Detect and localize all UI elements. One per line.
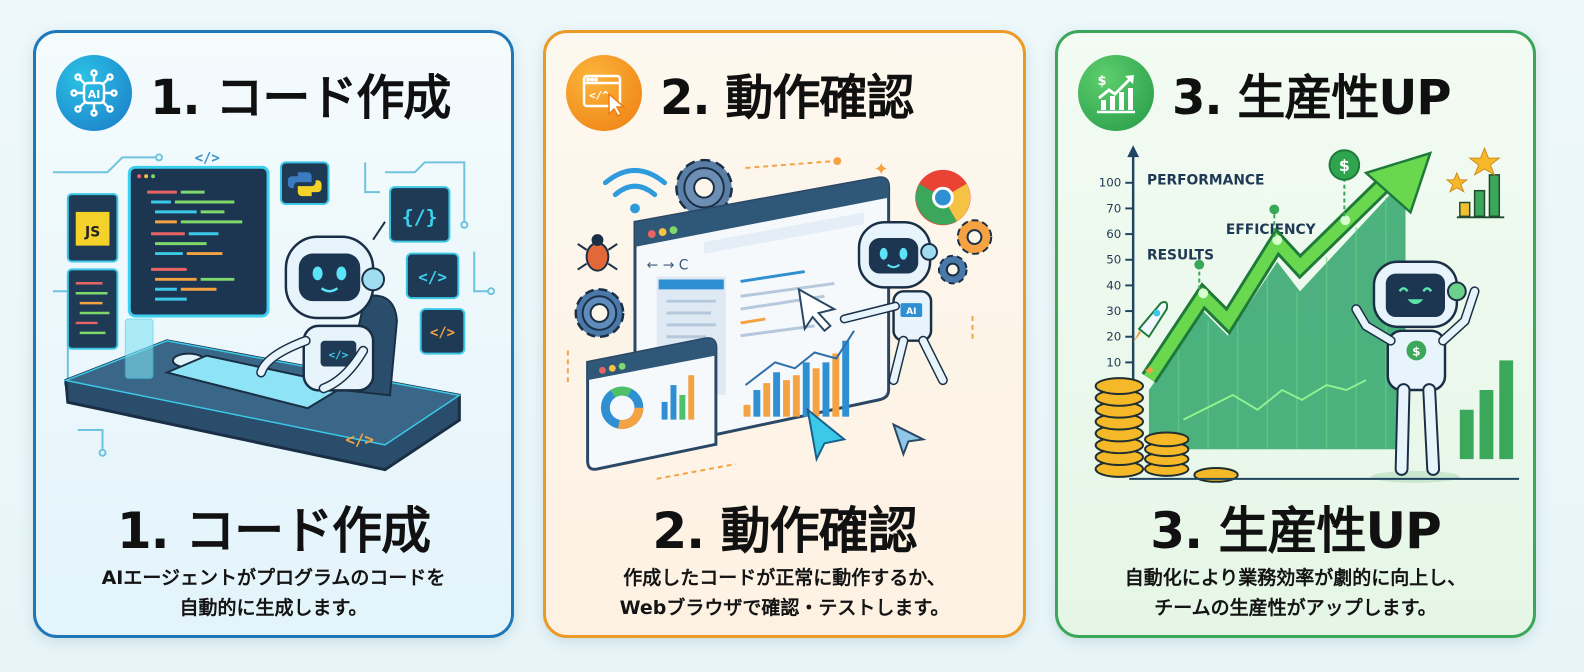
bug-icon [577, 234, 618, 272]
svg-text:</>: </> [195, 150, 220, 166]
svg-text:50: 50 [1106, 253, 1121, 267]
svg-text:JS: JS [84, 225, 100, 241]
trend-arrow-icon [1141, 151, 1433, 384]
svg-text:</^: </^ [589, 89, 609, 102]
description-line: 作成したコードが正常に動作するか、 [623, 567, 946, 589]
panel-header-title: 1. コード作成 [150, 70, 451, 126]
description-line: 自動化により業務効率が劇的に向上し、 [1124, 567, 1467, 589]
panel-footer-title: 2. 動作確認 [652, 502, 917, 560]
svg-text:70: 70 [1106, 201, 1121, 215]
svg-text:{/}: {/} [402, 206, 438, 229]
coin-stack-icon [1094, 377, 1239, 483]
panel-description: 作成したコードが正常に動作するか、 Webブラウザで確認・テストします。 [556, 563, 1013, 623]
panel-header-title: 2. 動作確認 [660, 70, 914, 126]
monitor-icon [127, 165, 270, 318]
productivity-illustration: 100 70 60 50 40 30 20 10 PERFORMANCE EFF… [1070, 141, 1521, 491]
description-line: チームの生産性がアップします。 [1154, 597, 1437, 619]
panel-footer-title: 1. コード作成 [116, 502, 431, 560]
browser-cursor-icon: </^ [566, 55, 642, 131]
gear-icon [675, 158, 733, 217]
svg-text:100: 100 [1099, 176, 1122, 190]
panel-header: </^ 2. 動作確認 [566, 53, 1013, 133]
star-icon [1445, 146, 1501, 193]
svg-text:10: 10 [1106, 355, 1121, 369]
svg-text:$: $ [1412, 344, 1420, 358]
panel-code-creation: AI 1. コード作成 </> [33, 30, 514, 638]
rocket-icon [1133, 301, 1169, 343]
robot-icon: AI [839, 221, 948, 386]
svg-text:AI: AI [88, 88, 101, 101]
dollar-growth-icon: $ [1078, 55, 1154, 131]
cursor-icon [797, 287, 927, 463]
panel-productivity: $ 3. 生産性UP 100 70 60 50 40 30 [1055, 30, 1536, 638]
svg-text:PERFORMANCE: PERFORMANCE [1147, 173, 1264, 189]
panel-verification: </^ 2. 動作確認 [543, 30, 1026, 638]
svg-text:EFFICIENCY: EFFICIENCY [1226, 222, 1317, 238]
bar-chart-icon [661, 375, 695, 420]
svg-text:RESULTS: RESULTS [1147, 248, 1214, 264]
svg-text:</>: </> [430, 325, 455, 341]
description-line: Webブラウザで確認・テストします。 [619, 597, 950, 619]
panel-header: $ 3. 生産性UP [1078, 53, 1523, 133]
panel-description: 自動化により業務効率が劇的に向上し、 チームの生産性がアップします。 [1068, 563, 1523, 623]
svg-text:</>: </> [329, 349, 349, 362]
svg-text:$: $ [1097, 74, 1106, 89]
bar-chart-icon [1456, 174, 1514, 460]
python-icon [279, 161, 330, 205]
svg-text:40: 40 [1106, 278, 1121, 292]
wifi-icon [602, 168, 668, 214]
code-creation-illustration: </> JS [48, 141, 499, 491]
svg-text:✦: ✦ [874, 160, 889, 180]
svg-text:← → C: ← → C [647, 258, 689, 274]
description-line: 自動的に生成します。 [179, 597, 368, 619]
verification-illustration: ← → C [558, 141, 1011, 491]
svg-text:60: 60 [1106, 227, 1121, 241]
panel-footer-title: 3. 生産性UP [1150, 502, 1441, 560]
panel-header: AI 1. コード作成 [56, 53, 501, 133]
robot-icon: $ [1351, 260, 1480, 483]
panel-description: AIエージェントがプログラムのコードを 自動的に生成します。 [46, 563, 501, 623]
javascript-icon: JS [66, 193, 119, 263]
description-line: AIエージェントがプログラムのコードを [101, 567, 446, 589]
robot-icon: </> [256, 221, 386, 394]
panel-header-title: 3. 生産性UP [1172, 70, 1452, 126]
chrome-icon [915, 169, 971, 226]
svg-text:30: 30 [1106, 304, 1121, 318]
ai-chip-icon: AI [56, 55, 132, 131]
donut-chart-icon [600, 386, 644, 430]
svg-text:✦: ✦ [1143, 361, 1156, 380]
svg-text:$: $ [1339, 156, 1350, 175]
svg-text:</>: </> [345, 430, 374, 449]
code-tag-icon: {/} </> </> [388, 186, 466, 355]
svg-text:20: 20 [1106, 330, 1121, 344]
svg-text:AI: AI [906, 307, 916, 317]
svg-text:</>: </> [418, 267, 447, 286]
